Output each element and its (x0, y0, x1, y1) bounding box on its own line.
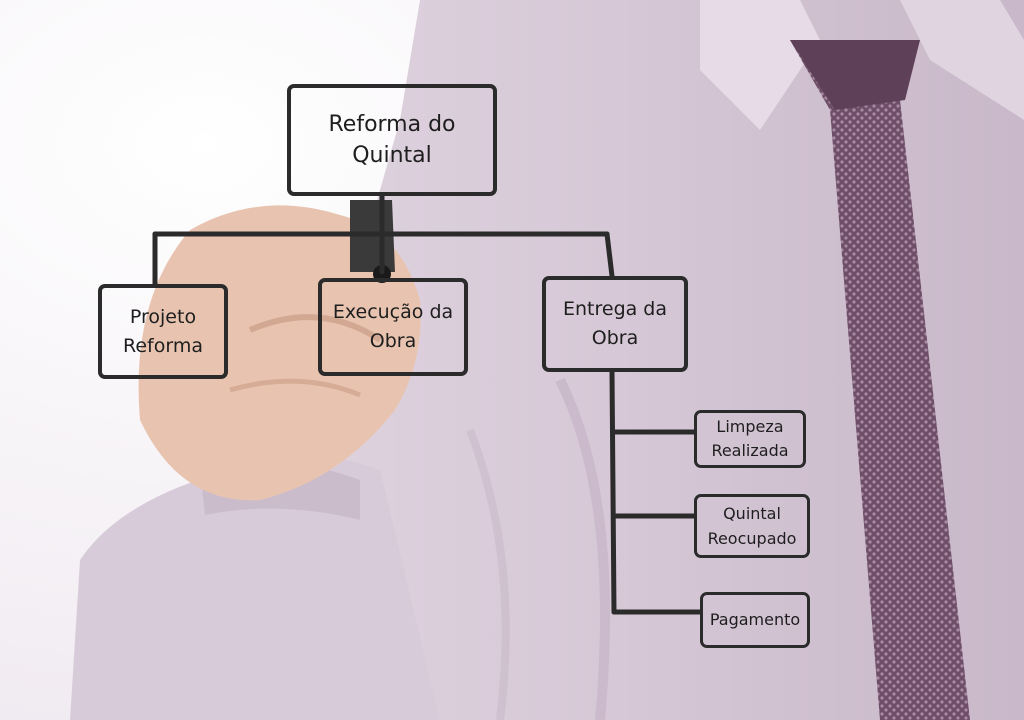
connector-entrega (604, 231, 615, 279)
collar-left (700, 0, 820, 130)
tie (790, 40, 970, 720)
connector-entrega-trunk (609, 369, 617, 615)
tie-knot (790, 40, 920, 110)
hand-shadow (229, 378, 361, 398)
node-label: Quintal Reocupado (707, 504, 797, 548)
node-label: Execução da Obra (332, 301, 454, 352)
node-label: Pagamento (709, 610, 801, 629)
node-reforma-do-quintal: Reforma do Quintal (287, 84, 497, 196)
node-label: Limpeza Realizada (711, 417, 789, 460)
node-label: Reforma do Quintal (328, 112, 456, 168)
sleeve (70, 455, 440, 720)
node-execucao-da-obra: Execução da Obra (318, 278, 468, 376)
node-entrega-da-obra: Entrega da Obra (542, 276, 688, 372)
hand-shadow (248, 314, 382, 343)
node-label: Projeto Reforma (123, 305, 203, 357)
collar-right (900, 0, 1024, 120)
node-label: Entrega da Obra (562, 298, 668, 349)
connectors (152, 193, 703, 615)
shirt-fold (466, 428, 510, 720)
node-pagamento: Pagamento (700, 592, 810, 648)
node-limpeza-realizada: Limpeza Realizada (694, 410, 806, 468)
node-projeto-reforma: Projeto Reforma (98, 284, 228, 379)
shirt (200, 0, 1024, 720)
shirt-fold (555, 377, 610, 720)
node-quintal-reocupado: Quintal Reocupado (694, 494, 810, 558)
